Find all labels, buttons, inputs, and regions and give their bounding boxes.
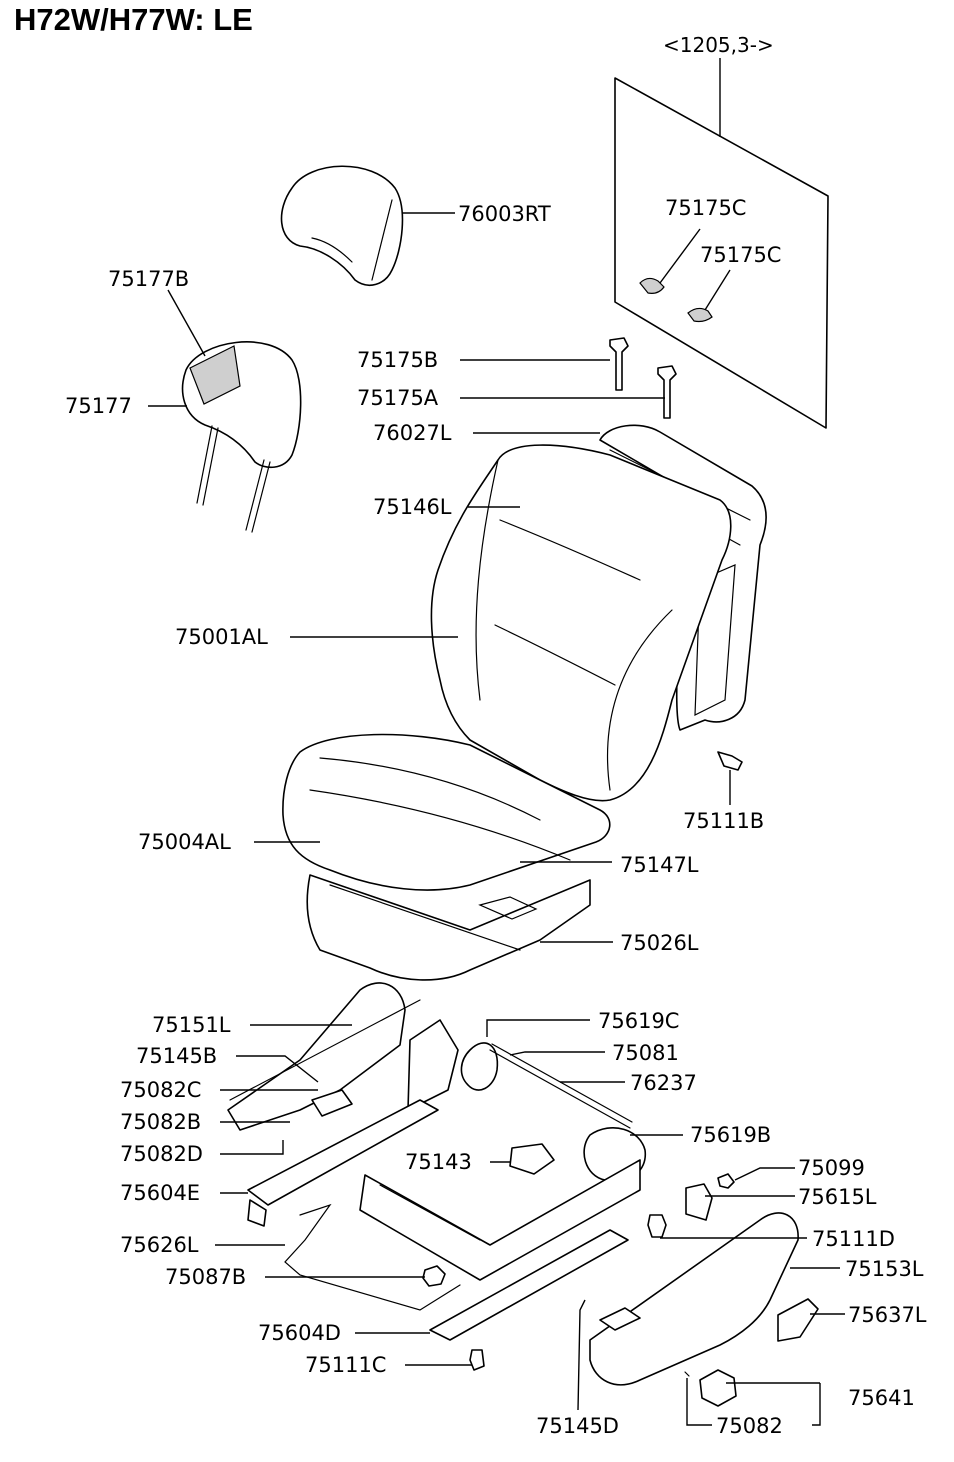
callout-75081: 75081 [612,1041,679,1065]
bracket-75145B [311,1089,353,1117]
seat-back-board [614,58,829,429]
headrest-pad-75177B [189,345,241,405]
callout-75626L: 75626L [120,1233,199,1257]
cover-75637L [777,1298,819,1342]
knob-75615L [685,1183,713,1221]
seat-slide-rails [247,1099,641,1341]
callout-75111D: 75111D [812,1227,895,1251]
callout-75143: 75143 [405,1150,472,1174]
leader-lines [148,212,845,1426]
callout-75099: 75099 [798,1156,865,1180]
callout-75082D: 75082D [120,1142,203,1166]
rod-76237 [489,1043,633,1129]
side-shield-75153L [589,1212,799,1386]
knob-75641 [684,1369,737,1407]
callout-75111B: 75111B [683,809,764,833]
callout-75004AL: 75004AL [138,830,231,854]
seat-cushion [282,733,611,891]
callout-75082: 75082 [716,1414,783,1438]
callout-75147L: 75147L [620,853,699,877]
callout-75087B: 75087B [165,1265,246,1289]
callout-75175C-upper: 75175C [665,196,746,220]
callout-75153L: 75153L [845,1257,924,1281]
seat-frame-left [227,982,459,1131]
seat-back [430,444,732,802]
callout-76027L: 76027L [373,421,452,445]
callout-75001AL: 75001AL [175,625,268,649]
callout-75619C: 75619C [598,1009,679,1033]
bolt-75111B [717,751,743,805]
headrest-rear [280,165,404,286]
callout-75082B: 75082B [120,1110,201,1134]
headrest-front [181,341,302,533]
callout-75641: 75641 [848,1386,915,1410]
callout-75175B: 75175B [357,348,438,372]
callout-75604E: 75604E [120,1181,200,1205]
diagram-title: H72W/H77W: LE [14,2,253,37]
callout-75026L: 75026L [620,931,699,955]
bracket-75143 [509,1143,555,1175]
callout-75615L: 75615L [798,1185,877,1209]
callout-75177B: 75177B [108,267,189,291]
callout-75175A: 75175A [357,386,439,410]
callout-75619B: 75619B [690,1123,771,1147]
cushion-pan [306,874,591,981]
callout-75637L: 75637L [848,1303,927,1327]
callout-76237: 76237 [630,1071,697,1095]
callout-75145D: 75145D [536,1414,619,1438]
wire-75626L [284,1203,461,1311]
callout-75145B: 75145B [136,1044,217,1068]
callout-75111C: 75111C [305,1353,386,1377]
callout-75604D: 75604D [258,1321,341,1345]
callout-75146L: 75146L [373,495,452,519]
callout-75175C-lower: 75175C [700,243,781,267]
headrest-guides [609,337,677,419]
recliner-disc-75619C [460,1042,499,1091]
callout-76003RT: 76003RT [458,202,551,226]
callout-75082C: 75082C [120,1078,201,1102]
callout-75151L: 75151L [152,1013,231,1037]
reference-label: <1205,3-> [663,33,774,57]
callout-75177: 75177 [65,394,132,418]
fasteners [422,1173,735,1371]
